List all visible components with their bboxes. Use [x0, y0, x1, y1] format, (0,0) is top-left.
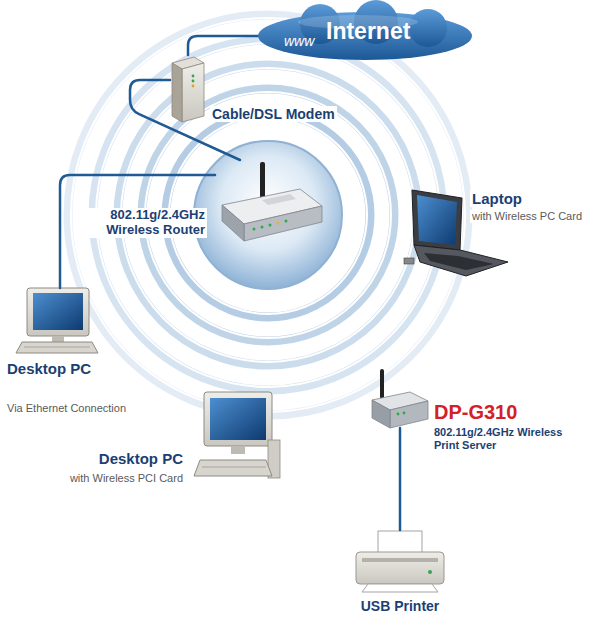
- device-label: USB Printer: [359, 598, 442, 614]
- desktop-icon: [194, 392, 280, 478]
- desktop-node: Desktop PCVia Ethernet Connection: [18, 288, 98, 354]
- desktop-node: Desktop PCwith Wireless PCI Card: [195, 392, 281, 487]
- modem-icon: [172, 57, 204, 122]
- cloud-shape: www Internet: [258, 0, 473, 62]
- print-server-node: DP-G310802.11g/2.4GHz Wireless Print Ser…: [372, 368, 428, 428]
- modem-node: Cable/DSL Modem: [170, 55, 206, 123]
- router-icon: [222, 162, 322, 241]
- device-caption: with Wireless PCI Card: [68, 472, 185, 485]
- device-label: www: [284, 33, 314, 49]
- router-node: 802.11g/2.4GHz Wireless Router: [215, 160, 323, 255]
- print-server-icon: [372, 369, 428, 428]
- device-caption: Via Ethernet Connection: [5, 402, 128, 415]
- device-caption: 802.11g/2.4GHz Wireless Print Server: [432, 426, 571, 451]
- network-cable: [60, 175, 215, 288]
- network-cable: [399, 428, 402, 530]
- desktop-icon: [16, 288, 98, 353]
- printer-icon: [356, 531, 444, 592]
- laptop-node: Laptopwith Wireless PC Card: [410, 186, 510, 278]
- device-label: DP-G310: [432, 401, 519, 424]
- device-label: Desktop PC: [5, 360, 93, 377]
- device-caption: Internet: [326, 18, 410, 44]
- radio-waves: [68, 15, 468, 415]
- printer-node: USB Printer: [355, 530, 445, 592]
- device-label: Laptop: [470, 190, 524, 207]
- device-label: Cable/DSL Modem: [210, 106, 337, 122]
- device-label: Desktop PC: [97, 450, 185, 467]
- network-cable: [188, 36, 258, 55]
- device-label: 802.11g/2.4GHz Wireless Router: [85, 208, 207, 238]
- router-globe: [194, 141, 342, 289]
- device-caption: with Wireless PC Card: [470, 210, 584, 223]
